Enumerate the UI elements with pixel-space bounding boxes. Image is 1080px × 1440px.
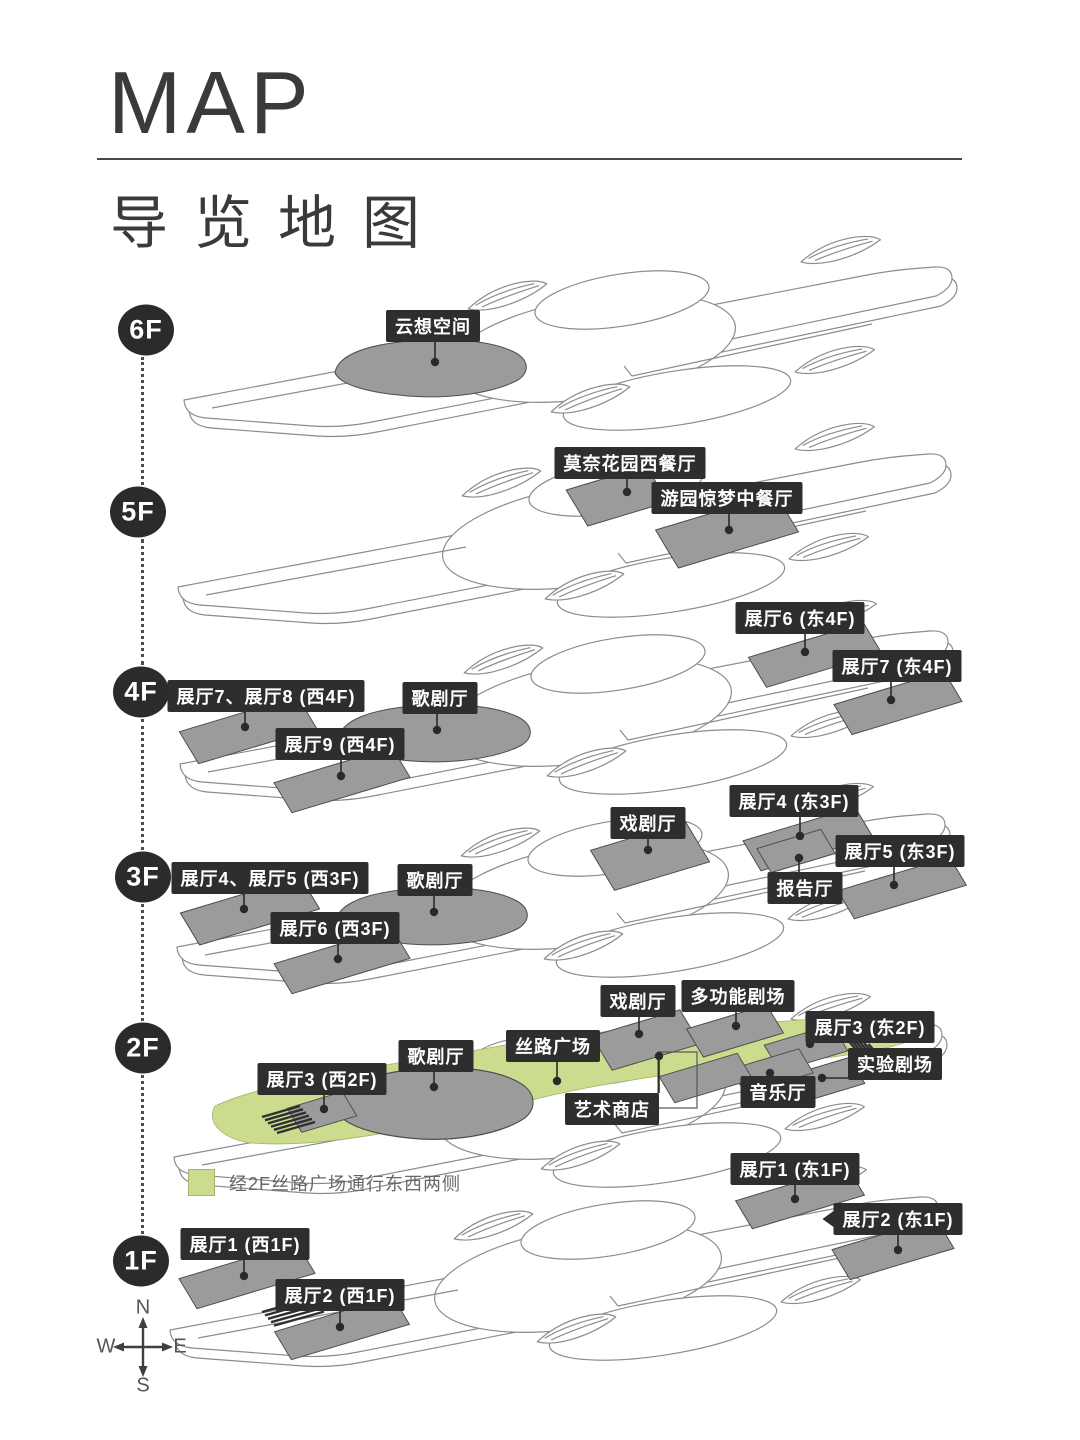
map-label-3f-6: 展厅6 (西3F) [270,912,400,944]
pointer-dot [790,1194,800,1204]
pointer-dot [817,1073,827,1083]
map-label-2f-8: 音乐厅 [740,1076,816,1108]
pointer-dot [240,722,250,732]
pointer-dot [430,357,440,367]
compass-n: N [135,1296,151,1319]
pointer-dot [794,853,804,863]
pointer-dot [239,904,249,914]
legend-text: 经2F丝路广场通行东西两侧 [229,1173,462,1194]
map-label-5f-1: 游园惊梦中餐厅 [651,482,803,514]
stair-hatch-line [273,1117,313,1131]
map-label-3f-0: 展厅4 (东3F) [729,785,859,817]
pointer-dot [643,845,653,855]
floor-badge-4f: 4F [113,666,169,718]
map-label-1f-1: 展厅2 (东1F) [822,1203,963,1235]
pointer-dot [654,1051,664,1061]
pointer-dot [429,907,439,917]
floor-slab-6f [183,232,958,444]
pointer-dot [319,1104,329,1114]
stair-hatch-line [267,1111,307,1125]
pointer-dot [634,1029,644,1039]
pointer-dot [622,487,632,497]
pointer-dot [429,1082,439,1092]
floor-badge-6f: 6F [118,304,174,356]
map-label-2f-3: 丝路广场 [506,1030,600,1062]
title-divider [97,158,962,160]
map-label-2f-5: 实验剧场 [848,1048,942,1080]
map-label-3f-4: 歌剧厅 [397,864,473,896]
room-cloud-space [334,339,527,398]
pointer-dot [336,771,346,781]
map-label-3f-5: 报告厅 [767,872,843,904]
compass-s: S [136,1374,150,1397]
pointer-dot [886,695,896,705]
map-label-4f-4: 展厅9 (西4F) [275,728,405,760]
compass-w: W [96,1335,116,1358]
floor-badge-2f: 2F [115,1022,171,1074]
pointer-dot [432,725,442,735]
floor-connector-dotted-line [141,357,144,485]
map-label-4f-3: 歌剧厅 [402,682,478,714]
stair-hatch-line [276,1120,316,1135]
compass-e: E [173,1335,187,1358]
pointer-dot [889,880,899,890]
map-label-2f-7: 艺术商店 [565,1093,659,1125]
map-label-2f-1: 多功能剧场 [681,980,795,1012]
art-shop-connector-box [657,1051,698,1109]
map-label-4f-0: 展厅6 (东4F) [735,602,865,634]
stair-hatch-line [270,1114,310,1128]
map-label-3f-2: 展厅5 (东3F) [835,835,965,867]
floor-badge-1f: 1F [113,1235,169,1287]
map-label-1f-2: 展厅1 (西1F) [180,1228,310,1260]
map-label-3f-1: 戏剧厅 [610,807,686,839]
compass: N S W E [95,1296,191,1397]
pointer-dot [335,1322,345,1332]
room-shape [836,856,968,920]
pointer-dot [800,647,810,657]
map-label-6f-0: 云想空间 [386,310,480,342]
map-label-2f-4: 歌剧厅 [398,1040,474,1072]
floor-badge-3f: 3F [115,851,171,903]
map-label-4f-2: 展厅7、展厅8 (西4F) [167,680,365,712]
floor-connector-dotted-line [141,1075,144,1234]
page-subtitle: 导览地图 [110,191,447,256]
map-label-1f-0: 展厅1 (东1F) [730,1153,860,1185]
floor-badge-5f: 5F [110,486,166,538]
page-title: MAP [108,53,314,152]
floor-connector-dotted-line [141,539,144,665]
floor-connector-dotted-line [141,904,144,1021]
map-label-1f-3: 展厅2 (西1F) [275,1279,405,1311]
pointer-dot [333,954,343,964]
pointer-dot [731,1021,741,1031]
pointer-dot [795,831,805,841]
pointer-dot [893,1245,903,1255]
map-label-4f-1: 展厅7 (东4F) [832,650,962,682]
stair-hatch-line [264,1108,304,1122]
map-label-2f-6: 展厅3 (西2F) [257,1063,387,1095]
map-label-2f-0: 戏剧厅 [600,985,676,1017]
legend-swatch [188,1169,215,1196]
floor-connector-dotted-line [141,719,144,850]
map-label-5f-0: 莫奈花园西餐厅 [554,447,706,479]
plaza-legend: 经2F丝路广场通行东西两侧 [188,1169,461,1196]
room-shape [685,1004,785,1058]
pointer-dot [552,1076,562,1086]
room-shape [833,670,963,736]
map-label-3f-3: 展厅4、展厅5 (西3F) [171,862,369,894]
pointer-dot [239,1271,249,1281]
stair-hatch-line [261,1104,301,1119]
stair-hatch-line [273,1310,325,1327]
compass-cross-icon [113,1317,173,1377]
pointer-dot [724,525,734,535]
map-label-2f-2: 展厅3 (东2F) [805,1011,935,1043]
